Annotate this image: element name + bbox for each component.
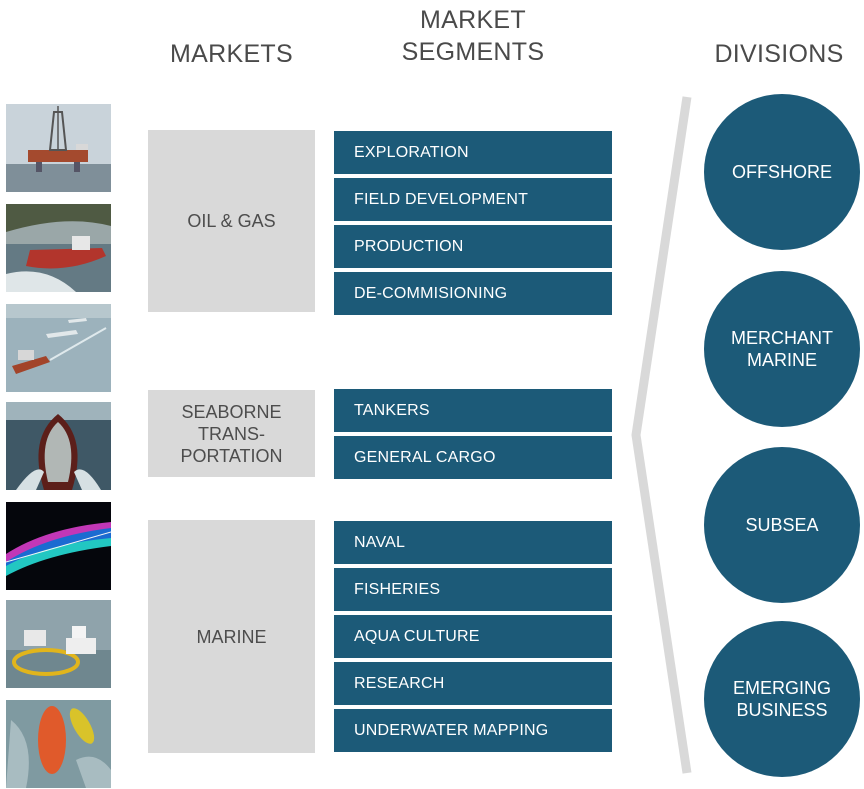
- supply-vessel-photo: [6, 204, 111, 292]
- market-label: SEABORNE: [181, 401, 282, 422]
- markets-header: MARKETS: [148, 38, 315, 70]
- division-emerging-business: EMERGING BUSINESS: [704, 621, 860, 777]
- tanker-bow-photo: [6, 402, 111, 490]
- segment-exploration: EXPLORATION: [334, 131, 612, 174]
- market-seaborne-transportation: SEABORNE TRANS- PORTATION: [148, 390, 315, 477]
- market-segments-header: MARKET SEGMENTS: [334, 4, 612, 68]
- segment-naval: NAVAL: [334, 521, 612, 564]
- division-merchant-marine: MERCHANT MARINE: [704, 271, 860, 427]
- division-subsea: SUBSEA: [704, 447, 860, 603]
- division-label: MARINE: [746, 350, 817, 370]
- division-label: SUBSEA: [745, 515, 819, 535]
- division-label: BUSINESS: [736, 700, 828, 720]
- segment-underwater-mapping: UNDERWATER MAPPING: [334, 709, 612, 752]
- segment-field-development: FIELD DEVELOPMENT: [334, 178, 612, 221]
- header-line: MARKETS: [170, 40, 293, 68]
- division-label: EMERGING: [732, 678, 831, 698]
- segment-fisheries: FISHERIES: [334, 568, 612, 611]
- division-offshore: OFFSHORE: [704, 94, 860, 250]
- underwater-vehicle-photo: [6, 700, 111, 788]
- market-label: TRANS-: [197, 423, 265, 444]
- market-label: OIL & GAS: [187, 211, 276, 231]
- market-label: MARINE: [196, 626, 267, 647]
- header-line: MARKET: [420, 6, 526, 34]
- divisions-header: DIVISIONS: [694, 38, 864, 70]
- segment-research: RESEARCH: [334, 662, 612, 705]
- segment-tankers: TANKERS: [334, 389, 612, 432]
- segment-decommissioning: DE-COMMISIONING: [334, 272, 612, 315]
- segment-production: PRODUCTION: [334, 225, 612, 268]
- market-label: PORTATION: [180, 445, 283, 466]
- market-marine: MARINE: [148, 520, 315, 753]
- division-label: MERCHANT: [731, 328, 833, 348]
- header-line: DIVISIONS: [714, 40, 844, 68]
- fish-farm-photo: [6, 600, 111, 688]
- header-line: SEGMENTS: [401, 38, 545, 66]
- division-label: OFFSHORE: [731, 162, 832, 182]
- segment-aqua-culture: AQUA CULTURE: [334, 615, 612, 658]
- market-oil-gas: OIL & GAS: [148, 130, 315, 312]
- sonar-mapping-photo: [6, 502, 111, 590]
- fpso-vessel-photo: [6, 304, 111, 392]
- segment-general-cargo: GENERAL CARGO: [334, 436, 612, 479]
- drilling-rig-photo: [6, 104, 111, 192]
